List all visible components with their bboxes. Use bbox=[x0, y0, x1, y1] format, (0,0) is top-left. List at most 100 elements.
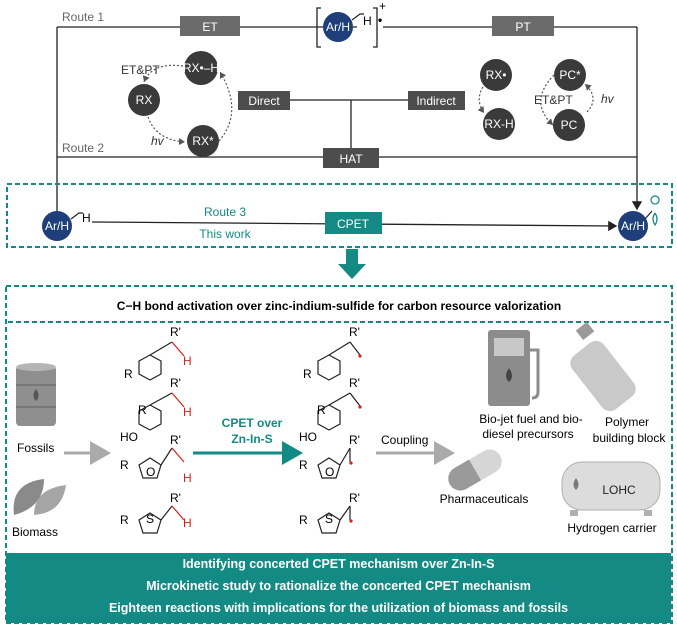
furan-o: O bbox=[146, 465, 155, 479]
product-furan-r: R bbox=[299, 458, 308, 472]
summary-line-3: Eighteen reactions with implications for… bbox=[108, 601, 569, 615]
left-bracket bbox=[316, 7, 321, 48]
furan-rp: R' bbox=[170, 433, 181, 447]
down-arrow-icon bbox=[338, 264, 366, 279]
route2-label: Route 2 bbox=[62, 141, 104, 155]
product-furan-o: O bbox=[325, 465, 334, 479]
this-work-label: This work bbox=[199, 227, 251, 241]
substrate-toluene bbox=[138, 341, 185, 381]
hat-label: HAT bbox=[339, 152, 363, 166]
pharmaceuticals-label: Pharmaceuticals bbox=[440, 492, 529, 506]
phenol-r: R bbox=[138, 403, 147, 417]
rxstar-to-rxh-arrow bbox=[218, 71, 233, 142]
product-toluene-r: R bbox=[303, 367, 312, 381]
plus-sign: + bbox=[379, 0, 386, 13]
pc-star-to-pc-arrow bbox=[540, 74, 555, 126]
hv-left-label: hv bbox=[151, 134, 165, 148]
product-toluene bbox=[317, 341, 362, 381]
arh-cation-h: H bbox=[363, 14, 372, 28]
polymer-label: Polymer bbox=[605, 415, 649, 429]
thiophene-h: H bbox=[183, 516, 192, 530]
pt-label: PT bbox=[515, 20, 531, 34]
route3-label: Route 3 bbox=[204, 205, 246, 219]
phenol-ho: HO bbox=[120, 430, 138, 444]
fossils-label: Fossils bbox=[17, 441, 54, 455]
substrate-furan bbox=[138, 447, 185, 479]
hv-right-label: hv bbox=[601, 92, 615, 106]
capsule-icon bbox=[448, 449, 502, 491]
down-arrow-shaft bbox=[346, 249, 358, 265]
direct-label: Direct bbox=[248, 94, 280, 108]
cpet-box bbox=[325, 212, 382, 234]
rx-star-label: RX* bbox=[192, 134, 214, 148]
oil-barrel-icon bbox=[16, 363, 56, 426]
pt-box bbox=[492, 16, 554, 36]
summary-line-1: Identifying concerted CPET mechanism ove… bbox=[182, 557, 495, 571]
rxh-radical-label: RX•–H bbox=[183, 61, 219, 75]
bio-jet-label: Bio-jet fuel and bio- bbox=[479, 412, 582, 426]
arh-end-circle bbox=[618, 211, 648, 241]
middle-title: C−H bond activation over zinc-indium-sul… bbox=[117, 299, 561, 313]
rx-radical-circle bbox=[480, 59, 512, 91]
hydrogen-carrier-label: Hydrogen carrier bbox=[567, 521, 656, 535]
arh-cation-bond bbox=[351, 13, 364, 21]
product-thiophene-rp: R' bbox=[349, 491, 360, 505]
product-toluene-rp: R' bbox=[349, 325, 360, 339]
arh-start-h: H bbox=[82, 211, 91, 225]
radical-dot: • bbox=[378, 13, 382, 27]
product-thiophene-r: R bbox=[299, 513, 308, 527]
toluene-r: R bbox=[124, 367, 133, 381]
pc-excitation-arrow bbox=[584, 83, 594, 113]
building-block-label: building block bbox=[593, 431, 667, 445]
biomass-label: Biomass bbox=[12, 525, 58, 539]
product-phenol bbox=[317, 392, 362, 431]
indirect-label: Indirect bbox=[416, 94, 456, 108]
lohc-label: LOHC bbox=[602, 483, 636, 497]
route1-label: Route 1 bbox=[62, 10, 104, 24]
product-phenol-r: R bbox=[317, 403, 326, 417]
rx-star-circle bbox=[187, 125, 219, 157]
arh-cation-label: Ar/H bbox=[326, 20, 350, 34]
substrate-thiophene bbox=[138, 505, 185, 534]
pc-star-label: PC* bbox=[559, 68, 581, 82]
thiophene-s: S bbox=[146, 512, 154, 526]
furan-h: H bbox=[183, 471, 192, 485]
arh-end-bond bbox=[644, 210, 653, 220]
plastic-bottle-icon bbox=[570, 321, 636, 412]
toluene-h: H bbox=[183, 354, 192, 368]
furan-r: R bbox=[120, 458, 129, 472]
thiophene-rp: R' bbox=[170, 491, 181, 505]
catalyst-label: Zn-In-S bbox=[231, 432, 272, 446]
radical-orbital-icon bbox=[650, 195, 660, 227]
arh-start-bond bbox=[70, 212, 83, 220]
phenol-rp: R' bbox=[170, 376, 181, 390]
etpt-right-label: ET&PT bbox=[534, 93, 573, 107]
rx-radical-label: RX• bbox=[486, 68, 507, 82]
rxh-circle bbox=[483, 108, 515, 140]
rxh-label: RX-H bbox=[484, 117, 513, 131]
toluene-rp: R' bbox=[170, 325, 181, 339]
summary-line-2: Microkinetic study to rationalize the co… bbox=[146, 579, 531, 593]
arh-end-label: Ar/H bbox=[621, 219, 645, 233]
rxh-to-rx-arrow bbox=[142, 64, 184, 83]
coupling-label: Coupling bbox=[381, 433, 428, 447]
arh-start-label: Ar/H bbox=[45, 219, 69, 233]
right-bracket bbox=[373, 7, 378, 48]
phenol-h: H bbox=[183, 405, 192, 419]
product-thiophene bbox=[317, 505, 353, 534]
rxh-radical-circle bbox=[184, 51, 218, 85]
cpet-over-label: CPET over bbox=[222, 416, 283, 430]
leaves-icon bbox=[13, 479, 66, 515]
et-box bbox=[180, 16, 240, 36]
product-furan bbox=[317, 447, 353, 479]
etpt-left-label: ET&PT bbox=[121, 63, 160, 77]
thiophene-r: R bbox=[120, 513, 129, 527]
middle-box bbox=[5, 285, 673, 624]
product-thiophene-s: S bbox=[325, 512, 333, 526]
rx-rad-to-rxh-arrow bbox=[477, 86, 485, 114]
arh-cation-circle bbox=[323, 12, 353, 42]
rx-label: RX bbox=[136, 93, 153, 107]
diesel-label: diesel precursors bbox=[482, 427, 573, 441]
product-phenol-ho: HO bbox=[299, 430, 317, 444]
